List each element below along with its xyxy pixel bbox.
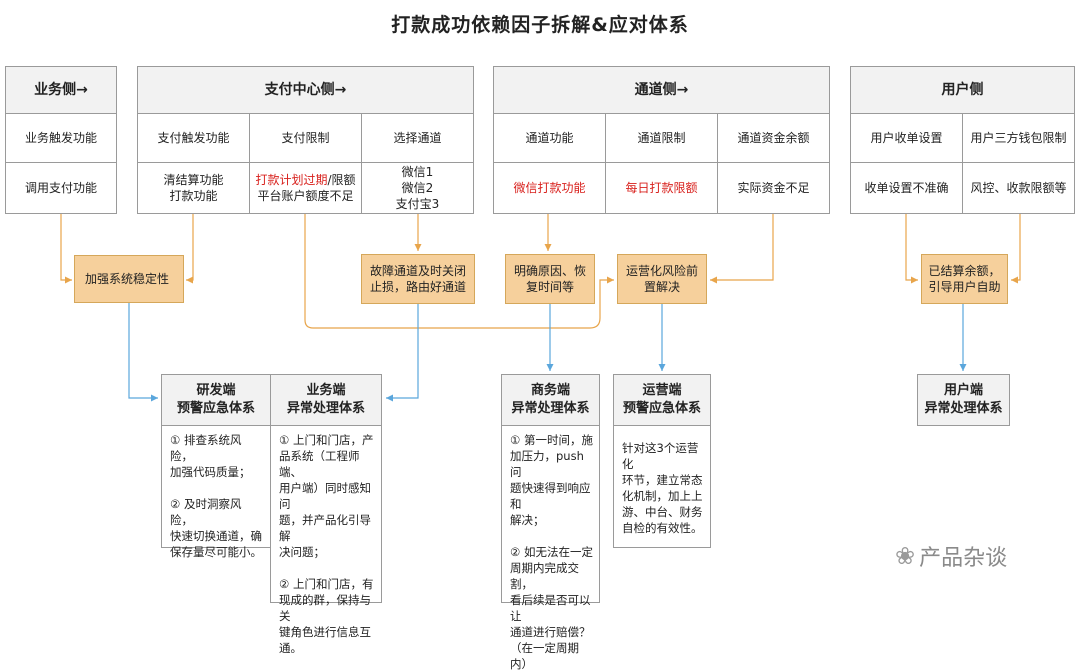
wechat-icon: ❀ <box>895 542 916 570</box>
payment-trigger-function: 支付触发功能 <box>137 113 250 163</box>
connector-layer <box>60 213 1021 402</box>
payment-center-header: 支付中心侧→ <box>137 66 474 114</box>
payment-plan-expired-text: 打款计划过期 <box>255 173 328 187</box>
user-wallet-limit: 用户三方钱包限制 <box>962 113 1075 163</box>
settlement-payout-function: 清结算功能 打款功能 <box>137 162 250 214</box>
action-clarify-cause: 明确原因、恢 复时间等 <box>505 254 595 304</box>
dev-alert-system-title: 研发端 预警应急体系 <box>161 374 271 426</box>
channel-side-header: 通道侧→ <box>493 66 830 114</box>
line-a1-to-dev <box>128 303 158 402</box>
dev-alert-system-body: ① 排查系统风险， 加强代码质量； ② 及时洞察风险， 快速切换通道，确 保存量… <box>161 425 271 559</box>
line-usersetting-to-a5 <box>905 213 918 284</box>
select-channel: 选择通道 <box>361 113 474 163</box>
action-ops-risk-prevention: 运营化风险前 置解决 <box>617 254 707 304</box>
business-trigger-function: 业务触发功能 <box>5 113 117 163</box>
action-guide-user-self-help: 已结算余额， 引导用户自助 <box>921 254 1008 304</box>
watermark: ❀ 产品杂谈 <box>895 540 1007 572</box>
user-receipt-settings: 用户收单设置 <box>850 113 963 163</box>
risk-control-limits: 风控、收款限额等 <box>962 162 1075 214</box>
wechat-payout-function: 微信打款功能 <box>493 162 606 214</box>
line-payment-to-a1 <box>186 213 194 284</box>
line-business-to-a1 <box>60 213 72 284</box>
channel-function: 通道功能 <box>493 113 606 163</box>
line-limit-to-a4 <box>304 213 614 329</box>
channel-options: 微信1 微信2 支付宝3 <box>361 162 474 214</box>
biz-exception-system-body: ① 上门和门店，产 品系统（工程师端、 用户端）同时感知问 题，并产品化引导解 … <box>270 425 382 655</box>
business-side-header: 业务侧→ <box>5 66 117 114</box>
ops-alert-system-title: 运营端 预警应急体系 <box>613 374 711 426</box>
line-a2-to-biz <box>386 303 419 402</box>
receipt-settings-inaccurate: 收单设置不准确 <box>850 162 963 214</box>
call-payment-function: 调用支付功能 <box>5 162 117 214</box>
diagram-title: 打款成功依赖因子拆解&应对体系 <box>391 14 689 36</box>
watermark-text: 产品杂谈 <box>919 546 1008 571</box>
biz-exception-system-title: 业务端 异常处理体系 <box>270 374 382 426</box>
daily-payout-limit: 每日打款限额 <box>605 162 718 214</box>
limit-and-quota-text: /限额 平台账户额度不足 <box>257 173 356 203</box>
payment-plan-limit-cell: 打款计划过期/限额 平台账户额度不足 <box>249 162 362 214</box>
commerce-exception-system-body: ① 第一时间，施 加压力，push问 题快速得到响应和 解决； ② 如无法在一定… <box>501 425 600 671</box>
ops-alert-system-body: 针对这3个运营化 环节，建立常态 化机制，加上上 游、中台、财务 自检的有效性。 <box>613 425 711 548</box>
payment-limit: 支付限制 <box>249 113 362 163</box>
insufficient-funds: 实际资金不足 <box>717 162 830 214</box>
line-balance-to-a4 <box>710 213 774 284</box>
channel-fund-balance: 通道资金余额 <box>717 113 830 163</box>
user-side-header: 用户侧 <box>850 66 1075 114</box>
action-improve-stability: 加强系统稳定性 <box>74 255 184 303</box>
commerce-exception-system-title: 商务端 异常处理体系 <box>501 374 600 426</box>
channel-limit: 通道限制 <box>605 113 718 163</box>
user-exception-system-title: 用户端 异常处理体系 <box>917 374 1010 426</box>
action-close-faulty-channel: 故障通道及时关闭 止损，路由好通道 <box>361 254 475 304</box>
line-wallet-to-a5 <box>1011 213 1021 284</box>
